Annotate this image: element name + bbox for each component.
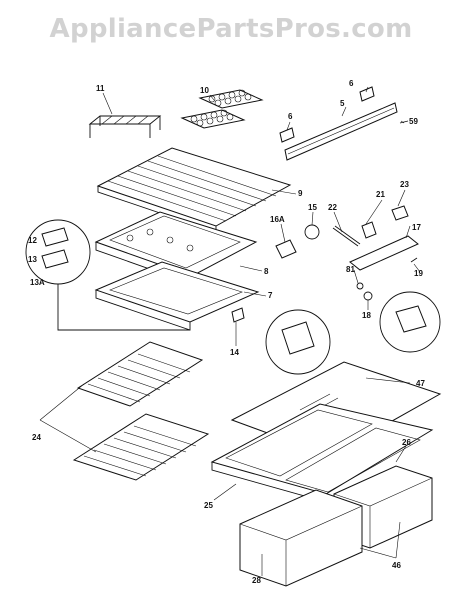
callout-11: 11 xyxy=(96,84,105,93)
callout-28: 28 xyxy=(252,576,261,585)
callout-21: 21 xyxy=(376,190,385,199)
callout-16a: 16A xyxy=(270,215,285,224)
callout-13a: 13A xyxy=(30,278,45,287)
callout-6-left: 6 xyxy=(288,112,293,121)
callout-10: 10 xyxy=(200,86,209,95)
callout-17: 17 xyxy=(412,223,421,232)
callout-15: 15 xyxy=(308,203,317,212)
detail-circle-19 xyxy=(379,291,441,353)
leader-lines xyxy=(39,86,421,576)
part-24-wire-shelves xyxy=(72,341,210,481)
detail-circle-14 xyxy=(231,307,331,375)
callout-24: 24 xyxy=(32,433,41,442)
callout-81: 81 xyxy=(346,265,355,274)
part-10-egg-trays xyxy=(180,89,264,129)
callout-labels: 6 5 10 11 6 59 9 21 23 22 15 16A 17 12 1… xyxy=(28,79,425,585)
callout-14: 14 xyxy=(230,348,239,357)
callout-8: 8 xyxy=(264,267,269,276)
callout-6-top: 6 xyxy=(349,79,354,88)
callout-46: 46 xyxy=(392,561,401,570)
callout-9: 9 xyxy=(298,189,303,198)
callout-47: 47 xyxy=(416,379,425,388)
detail-circle-12-13 xyxy=(25,219,190,331)
part-28-drawer-left xyxy=(239,489,363,587)
callout-19: 19 xyxy=(414,269,423,278)
callout-13: 13 xyxy=(28,255,37,264)
callout-26: 26 xyxy=(402,438,411,447)
callout-7: 7 xyxy=(268,291,273,300)
part-11-wire-rack xyxy=(88,115,162,138)
callout-25: 25 xyxy=(204,501,213,510)
callout-22: 22 xyxy=(328,203,337,212)
part-9-shelf xyxy=(96,147,292,233)
part-5-trim-strip xyxy=(279,86,409,161)
watermark-text: AppliancePartsPros.com xyxy=(49,14,413,44)
callout-18: 18 xyxy=(362,311,371,320)
callout-23: 23 xyxy=(400,180,409,189)
callout-59: 59 xyxy=(409,117,418,126)
parts-controls xyxy=(275,205,419,301)
callout-12: 12 xyxy=(28,236,37,245)
part-7-lower-frame xyxy=(94,261,260,331)
callout-5: 5 xyxy=(340,99,345,108)
